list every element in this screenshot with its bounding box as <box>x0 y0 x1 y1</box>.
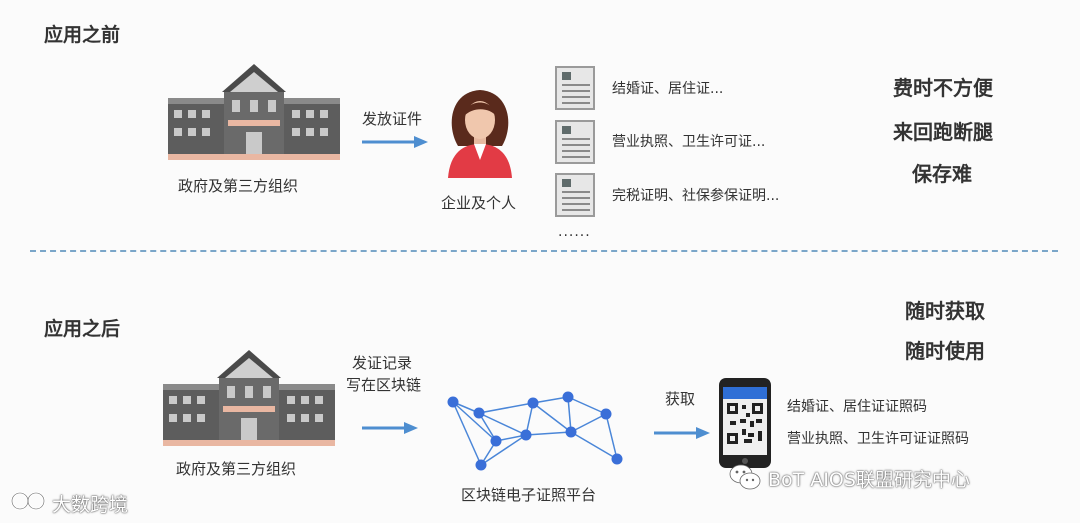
document-list-item: 结婚证、居住证... <box>612 78 723 98</box>
wechat-icon <box>728 462 762 492</box>
right-arrow-icon <box>652 425 712 441</box>
get-label: 获取 <box>665 388 695 409</box>
problem-text: 保存难 <box>912 158 972 187</box>
phone-credential-item: 营业执照、卫生许可证证照码 <box>787 428 969 448</box>
benefit-text: 随时使用 <box>905 335 985 364</box>
document-icon <box>555 120 595 164</box>
problem-text: 来回跑断腿 <box>893 116 993 145</box>
document-icon <box>555 173 595 217</box>
document-icon <box>555 66 595 110</box>
person-icon <box>444 86 516 178</box>
before-gov-label: 政府及第三方组织 <box>178 175 298 196</box>
after-gov-label: 政府及第三方组织 <box>176 458 296 479</box>
right-arrow-icon <box>360 134 430 150</box>
government-building-icon <box>168 62 340 162</box>
watermark-right: BoT AIOS联盟研究中心 <box>768 465 970 492</box>
government-building-icon <box>163 348 335 448</box>
record-label-line2: 写在区块链 <box>346 374 421 395</box>
phone-credential-item: 结婚证、居住证证照码 <box>787 396 927 416</box>
document-list-item: 完税证明、社保参保证明... <box>612 185 779 205</box>
document-list-item: 营业执照、卫生许可证... <box>612 131 765 151</box>
record-label-line1: 发证记录 <box>352 352 412 373</box>
right-arrow-icon <box>360 420 420 436</box>
benefit-text: 随时获取 <box>905 295 985 324</box>
person-label: 企业及个人 <box>441 192 516 213</box>
watermark-left: 大数跨境 <box>52 490 128 517</box>
blockchain-platform-label: 区块链电子证照平台 <box>461 484 596 505</box>
more-ellipsis: ...... <box>558 224 591 240</box>
after-section-title: 应用之后 <box>44 314 120 341</box>
issue-certificate-label: 发放证件 <box>362 108 422 129</box>
phone-qr-icon <box>718 377 772 469</box>
problem-text: 费时不方便 <box>893 72 993 101</box>
blockchain-network-icon <box>440 380 635 475</box>
watermark-logo-icon <box>10 489 50 513</box>
before-section-title: 应用之前 <box>44 20 120 47</box>
section-divider <box>30 250 1058 252</box>
